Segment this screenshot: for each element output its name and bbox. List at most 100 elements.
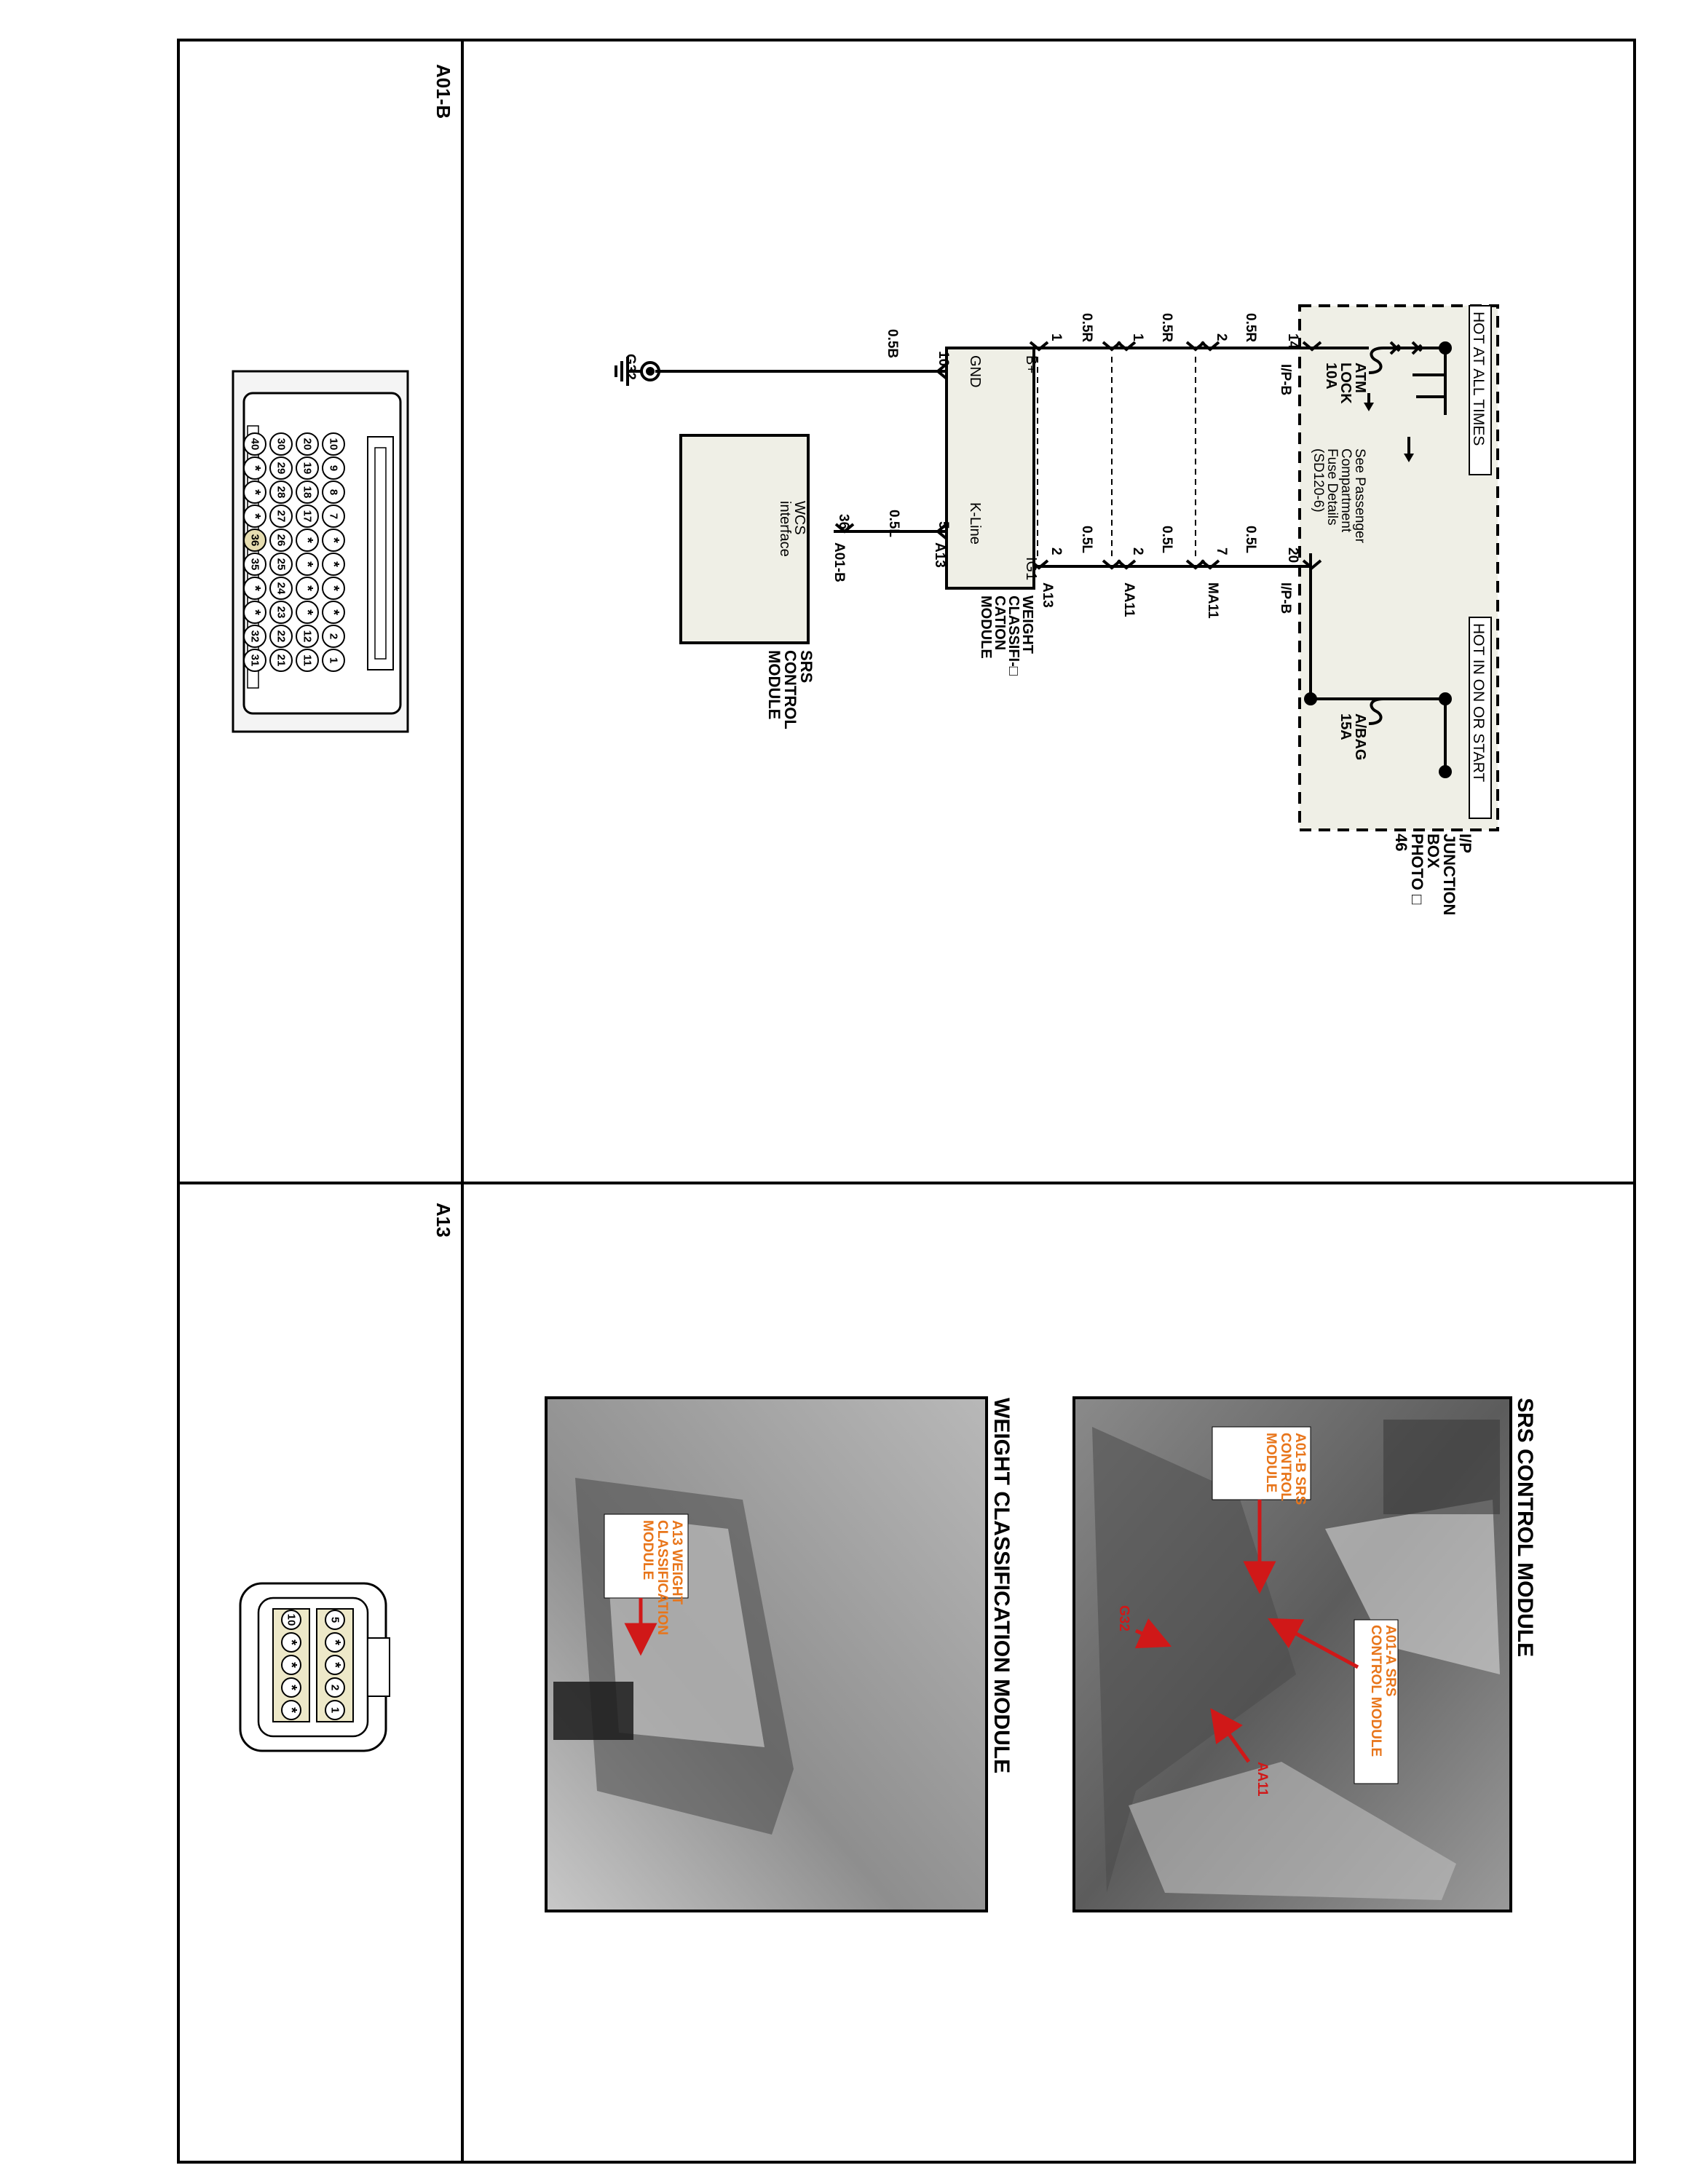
connector-pin: 31 <box>243 649 266 672</box>
svg-text:MA11: MA11 <box>1205 582 1220 619</box>
svg-text:CLASSIFI-□: CLASSIFI-□ <box>1006 596 1022 676</box>
svg-text:10: 10 <box>285 1614 298 1626</box>
svg-text:*: * <box>247 585 263 591</box>
svg-text:See Passenger: See Passenger <box>1352 448 1367 544</box>
wire-gnd <box>615 357 948 386</box>
wire-labels-right: 20 I/P-B 0.5L 7 MA11 0.5L 2 AA11 0.5L 2 … <box>1040 526 1300 619</box>
connector-pin: * <box>296 577 319 600</box>
connector-pin: 12 <box>296 625 319 648</box>
svg-text:*: * <box>325 609 341 615</box>
svg-text:32: 32 <box>249 630 261 643</box>
svg-text:A13: A13 <box>1040 582 1055 608</box>
svg-text:12: 12 <box>301 630 314 643</box>
svg-text:18: 18 <box>301 486 314 499</box>
connector-pin: 20 <box>296 432 319 456</box>
svg-text:AA11: AA11 <box>1121 582 1137 617</box>
connector-pin: * <box>296 553 319 576</box>
svg-text:AA11: AA11 <box>1255 1762 1270 1797</box>
svg-text:0.5R: 0.5R <box>1079 313 1094 342</box>
svg-text:8: 8 <box>328 489 340 495</box>
srs-control-module-box <box>679 434 810 644</box>
svg-text:I/P-B: I/P-B <box>1278 364 1293 395</box>
svg-text:27: 27 <box>275 510 288 523</box>
svg-text:WCS: WCS <box>791 501 807 535</box>
svg-text:14: 14 <box>1285 333 1300 349</box>
svg-text:JUNCTION: JUNCTION <box>1440 834 1458 915</box>
connector-pin: * <box>281 1632 301 1653</box>
connector-pin: 36 <box>243 529 266 552</box>
svg-text:Fuse Details: Fuse Details <box>1324 448 1340 526</box>
hot-in-on-or-start-label: HOT IN ON OR START <box>1469 617 1492 819</box>
svg-text:*: * <box>327 1639 343 1645</box>
svg-text:36: 36 <box>836 514 851 529</box>
svg-text:25: 25 <box>275 558 288 571</box>
svg-text:2: 2 <box>329 1685 341 1690</box>
weight-classification-module-box <box>945 347 1035 590</box>
svg-text:10: 10 <box>328 438 340 451</box>
svg-text:*: * <box>247 609 263 615</box>
svg-text:interface: interface <box>777 501 793 557</box>
fuse-details-note: See Passenger Compartment Fuse Details (… <box>1311 448 1367 544</box>
connector-pin: 22 <box>269 625 293 648</box>
svg-text:9: 9 <box>328 465 340 471</box>
svg-text:*: * <box>283 1662 299 1668</box>
connector-pin: 1 <box>325 1700 345 1720</box>
svg-text:*: * <box>299 561 315 567</box>
callout-a01a-srs: A01-A SRS CONTROL MODULE <box>1268 1618 1399 1784</box>
connector-pin: 32 <box>243 625 266 648</box>
svg-text:WEIGHT: WEIGHT <box>1019 596 1035 654</box>
svg-text:36: 36 <box>249 534 261 547</box>
svg-text:*: * <box>247 465 263 471</box>
svg-text:1: 1 <box>329 1707 341 1713</box>
svg-text:0.5R: 0.5R <box>1159 313 1174 342</box>
connector-pin: * <box>281 1700 301 1720</box>
connector-pin: * <box>281 1677 301 1698</box>
ground-icon <box>640 361 660 381</box>
connector-pin: 10 <box>281 1610 301 1630</box>
svg-text:35: 35 <box>249 558 261 571</box>
header-a13: A13 <box>432 1203 454 1238</box>
svg-text:CLASSIFICATION: CLASSIFICATION <box>655 1520 670 1635</box>
svg-text:40: 40 <box>249 438 261 451</box>
svg-text:5: 5 <box>329 1617 341 1623</box>
wcm-photo-panel: WEIGHT CLASSIFICATION MODULE A13 WEIGHT … <box>545 1396 1014 1912</box>
svg-text:PHOTO □: PHOTO □ <box>1408 834 1426 904</box>
connector-pin: * <box>296 601 319 624</box>
svg-text:G32: G32 <box>623 354 638 380</box>
svg-text:B+: B+ <box>1023 355 1039 373</box>
svg-text:20: 20 <box>301 438 314 451</box>
svg-text:A01-A SRS: A01-A SRS <box>1383 1625 1398 1697</box>
connector-pin: * <box>243 505 266 528</box>
connector-pin: 27 <box>269 505 293 528</box>
svg-text:30: 30 <box>275 438 288 451</box>
svg-text:21: 21 <box>275 654 288 667</box>
connector-pin: * <box>325 1655 345 1675</box>
svg-text:0.5L: 0.5L <box>1159 526 1174 553</box>
connector-pin: * <box>243 601 266 624</box>
svg-text:0.5L: 0.5L <box>886 510 901 537</box>
svg-text:MODULE: MODULE <box>978 596 994 659</box>
svg-text:23: 23 <box>275 606 288 619</box>
svg-text:29: 29 <box>275 462 288 475</box>
svg-text:MODULE: MODULE <box>1263 1433 1279 1492</box>
svg-text:CATION: CATION <box>992 596 1008 650</box>
svg-text:IG1: IG1 <box>1023 557 1039 580</box>
connector-pin: 28 <box>269 480 293 504</box>
connector-pin: 24 <box>269 577 293 600</box>
svg-text:MODULE: MODULE <box>640 1520 655 1580</box>
svg-text:24: 24 <box>275 582 288 595</box>
svg-text:I/P-B: I/P-B <box>1278 582 1293 614</box>
connector-pin: 2 <box>322 625 345 648</box>
connector-ipb-14-chevron <box>1302 341 1322 352</box>
connector-pin: 21 <box>269 649 293 672</box>
svg-text:A13 WEIGHT: A13 WEIGHT <box>669 1520 684 1605</box>
svg-text:0.5L: 0.5L <box>1079 526 1094 553</box>
svg-text:0.5L: 0.5L <box>1243 526 1258 553</box>
connector-pin: 8 <box>322 480 345 504</box>
svg-text:46: 46 <box>1392 834 1410 851</box>
connector-pin: 17 <box>296 505 319 528</box>
kline-labels: 5 A13 0.5L 36 A01-B <box>831 510 951 582</box>
svg-text:A01-B: A01-B <box>831 542 847 582</box>
